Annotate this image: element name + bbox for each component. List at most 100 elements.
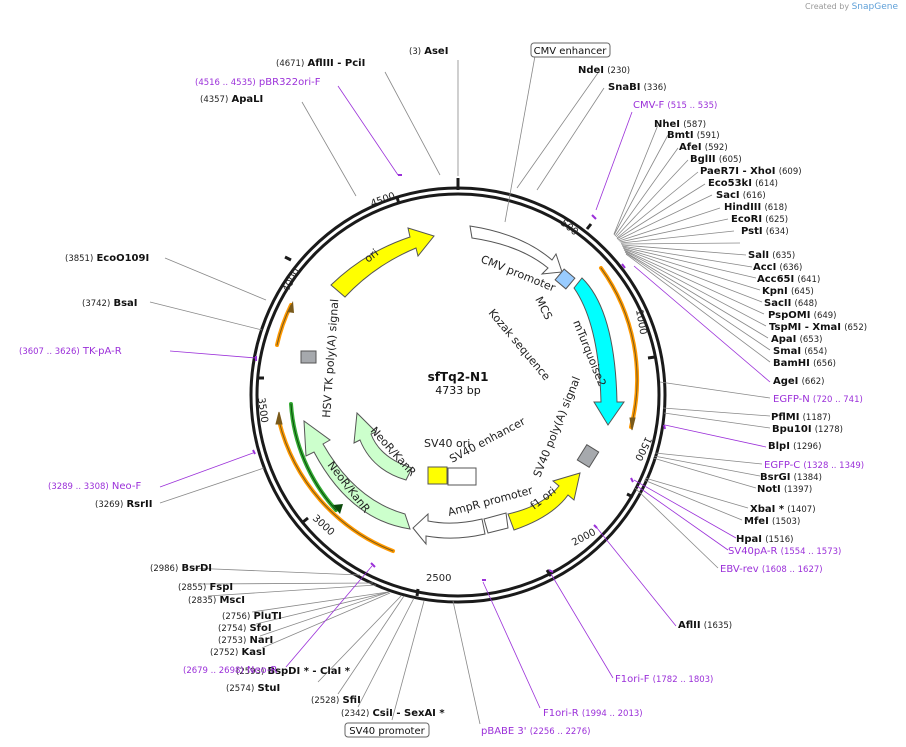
site-position: (2986) xyxy=(150,564,178,574)
credit: Created by SnapGene xyxy=(805,2,898,12)
site-name: BamHI xyxy=(773,358,810,369)
site-position: (2342) xyxy=(341,709,369,719)
site-msci: (2835) MscI xyxy=(188,595,245,606)
site-position: (2753) xyxy=(218,636,246,646)
site-neo-r: (2679 .. 2698) Neo-R xyxy=(183,665,277,676)
site-name: HindIII xyxy=(724,202,761,213)
site-f1ori-r: F1ori-R (1994 .. 2013) xyxy=(543,708,643,719)
site-name: EcoRI xyxy=(731,214,762,225)
site-acc65i: Acc65I (641) xyxy=(757,274,820,285)
site-position: (654) xyxy=(804,347,827,357)
site-position: (1994 .. 2013) xyxy=(582,709,643,719)
tick-500: 500 xyxy=(558,218,580,238)
site-position: (662) xyxy=(802,377,825,387)
tick-2500: 2500 xyxy=(426,573,451,584)
site-pspomi: PspOMI (649) xyxy=(768,310,836,321)
site-cmv-f: CMV-F (515 .. 535) xyxy=(633,100,717,111)
site-smai: SmaI (654) xyxy=(773,346,827,357)
site-name: SacII xyxy=(764,298,791,309)
site-name: PluTI xyxy=(253,611,281,622)
site-neo-f: (3289 .. 3308) Neo-F xyxy=(48,481,141,492)
site-name: MscI xyxy=(219,595,245,606)
backbone-inner xyxy=(255,192,661,598)
site-name: SfiI xyxy=(342,695,360,706)
site-sfii: (2528) SfiI xyxy=(311,695,361,706)
site-position: (653) xyxy=(800,335,823,345)
site-bpu10i: Bpu10I (1278) xyxy=(772,424,843,435)
cmv-enhancer-box xyxy=(530,42,611,58)
site-position: (3742) xyxy=(82,299,110,309)
site-tspmi-xmai: TspMI - XmaI (652) xyxy=(769,322,867,333)
site-paer7i-xhoi: PaeR7I - XhoI (609) xyxy=(700,166,802,177)
site-position: (609) xyxy=(779,167,802,177)
label-mcs: MCS xyxy=(532,294,555,321)
site-name: AfeI xyxy=(679,142,702,153)
site-name: EcoO109I xyxy=(96,253,149,264)
site-name: BmtI xyxy=(667,130,694,141)
site-position: (2679 .. 2698) xyxy=(183,666,244,676)
label-cmv-enhancer: CMV enhancer xyxy=(534,46,608,57)
sv40-polya-shape xyxy=(576,443,600,469)
site-kasi: (2752) KasI xyxy=(210,647,266,658)
site-bsai: (3742) BsaI xyxy=(82,298,138,309)
site-position: (625) xyxy=(765,215,788,225)
site-position: (652) xyxy=(844,323,867,333)
site-name: Neo-R xyxy=(247,665,278,676)
site-position: (635) xyxy=(772,251,795,261)
site-name: PaeR7I - XhoI xyxy=(700,166,776,177)
site-kpni: KpnI (645) xyxy=(762,286,814,297)
site-name: MfeI xyxy=(744,516,769,527)
site-name: BsrDI xyxy=(181,563,212,574)
site-position: (649) xyxy=(814,311,837,321)
site-asei: (3) AseI xyxy=(409,46,448,57)
site-position: (614) xyxy=(755,179,778,189)
site-sfoi: (2754) SfoI xyxy=(218,623,272,634)
site-position: (720 .. 741) xyxy=(813,395,863,405)
site-position: (515 .. 535) xyxy=(667,101,717,111)
site-name: EBV-rev xyxy=(720,564,759,575)
site-name: SalI xyxy=(748,250,769,261)
site-position: (1635) xyxy=(704,621,732,631)
cmv-promoter-shape xyxy=(469,225,563,275)
primer-lines xyxy=(159,85,771,709)
site-name: BspDI * - ClaI * xyxy=(267,666,350,677)
site-position: (4516 .. 4535) xyxy=(195,78,256,88)
site-snabi: SnaBI (336) xyxy=(608,82,666,93)
features xyxy=(300,225,625,546)
site-position: (1407) xyxy=(787,505,815,515)
site-name: StuI xyxy=(257,683,280,694)
site-position: (2754) xyxy=(218,624,246,634)
site-name: SnaBI xyxy=(608,82,640,93)
site-pbabe-3: pBABE 3' (2256 .. 2276) xyxy=(481,726,590,737)
f1-ori-shape xyxy=(507,472,581,531)
site-name: EGFP-N xyxy=(773,394,810,405)
site-mfei: MfeI (1503) xyxy=(744,516,800,527)
site-name: ApaI xyxy=(771,334,796,345)
site-name: BsaI xyxy=(113,298,137,309)
primer-marks xyxy=(252,174,666,581)
site-name: SV40pA-R xyxy=(728,546,777,557)
ori-shape xyxy=(330,227,435,298)
site-blpi: BlpI (1296) xyxy=(768,441,821,452)
site-bglii: BglII (605) xyxy=(690,154,742,165)
site-position: (2855) xyxy=(178,583,206,593)
site-saci: SacI (616) xyxy=(716,190,766,201)
site-apai: ApaI (653) xyxy=(771,334,822,345)
mcs-shape xyxy=(554,268,576,290)
site-position: (3851) xyxy=(65,254,93,264)
mturquoise2-shape xyxy=(573,277,625,426)
site-name: KpnI xyxy=(762,286,788,297)
site-name: TK-pA-R xyxy=(82,346,122,357)
site-noti: NotI (1397) xyxy=(757,484,812,495)
site-position: (230) xyxy=(607,66,630,76)
sv40-ori-shape xyxy=(427,466,448,485)
site-egfp-c: EGFP-C (1328 .. 1349) xyxy=(764,460,864,471)
site-nari: (2753) NarI xyxy=(218,635,273,646)
site-ecori: EcoRI (625) xyxy=(731,214,788,225)
site-position: (1278) xyxy=(815,425,843,435)
site-afliii-pcii: (4671) AflIII - PciI xyxy=(276,58,365,69)
ampr-promoter-shape xyxy=(412,512,486,546)
site-name: AflIII - PciI xyxy=(307,58,365,69)
